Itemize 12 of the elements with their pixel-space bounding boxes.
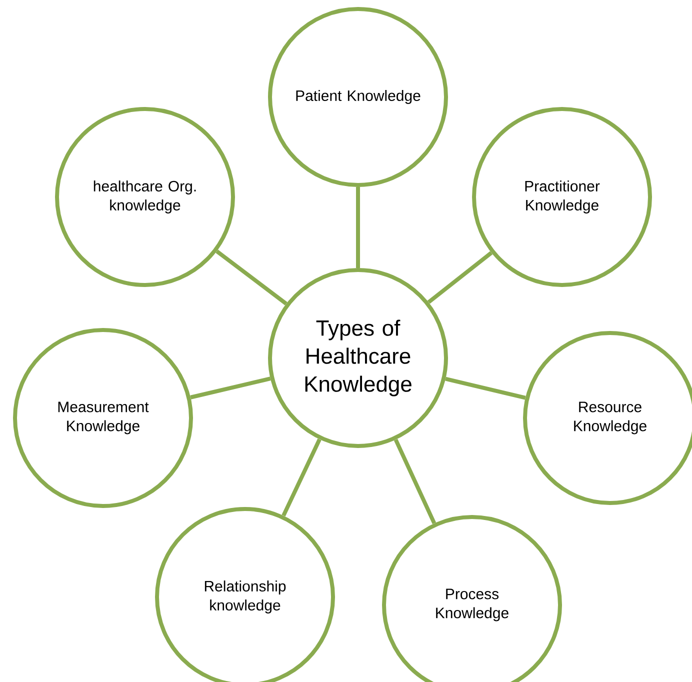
- connector-line: [190, 376, 271, 400]
- connector-line: [282, 438, 322, 516]
- circle-node: Measurement Knowledge: [13, 328, 193, 508]
- connector-line: [394, 438, 436, 524]
- connector-line: [216, 250, 288, 306]
- circle-node: Practitioner Knowledge: [472, 107, 652, 287]
- circle-node: Types of Healthcare Knowledge: [268, 268, 448, 448]
- connector-line: [445, 376, 526, 400]
- connector-line: [427, 251, 493, 304]
- circle-node: healthcare Org. knowledge: [55, 107, 235, 287]
- connector-line: [356, 187, 360, 268]
- circle-node: Patient Knowledge: [268, 7, 448, 187]
